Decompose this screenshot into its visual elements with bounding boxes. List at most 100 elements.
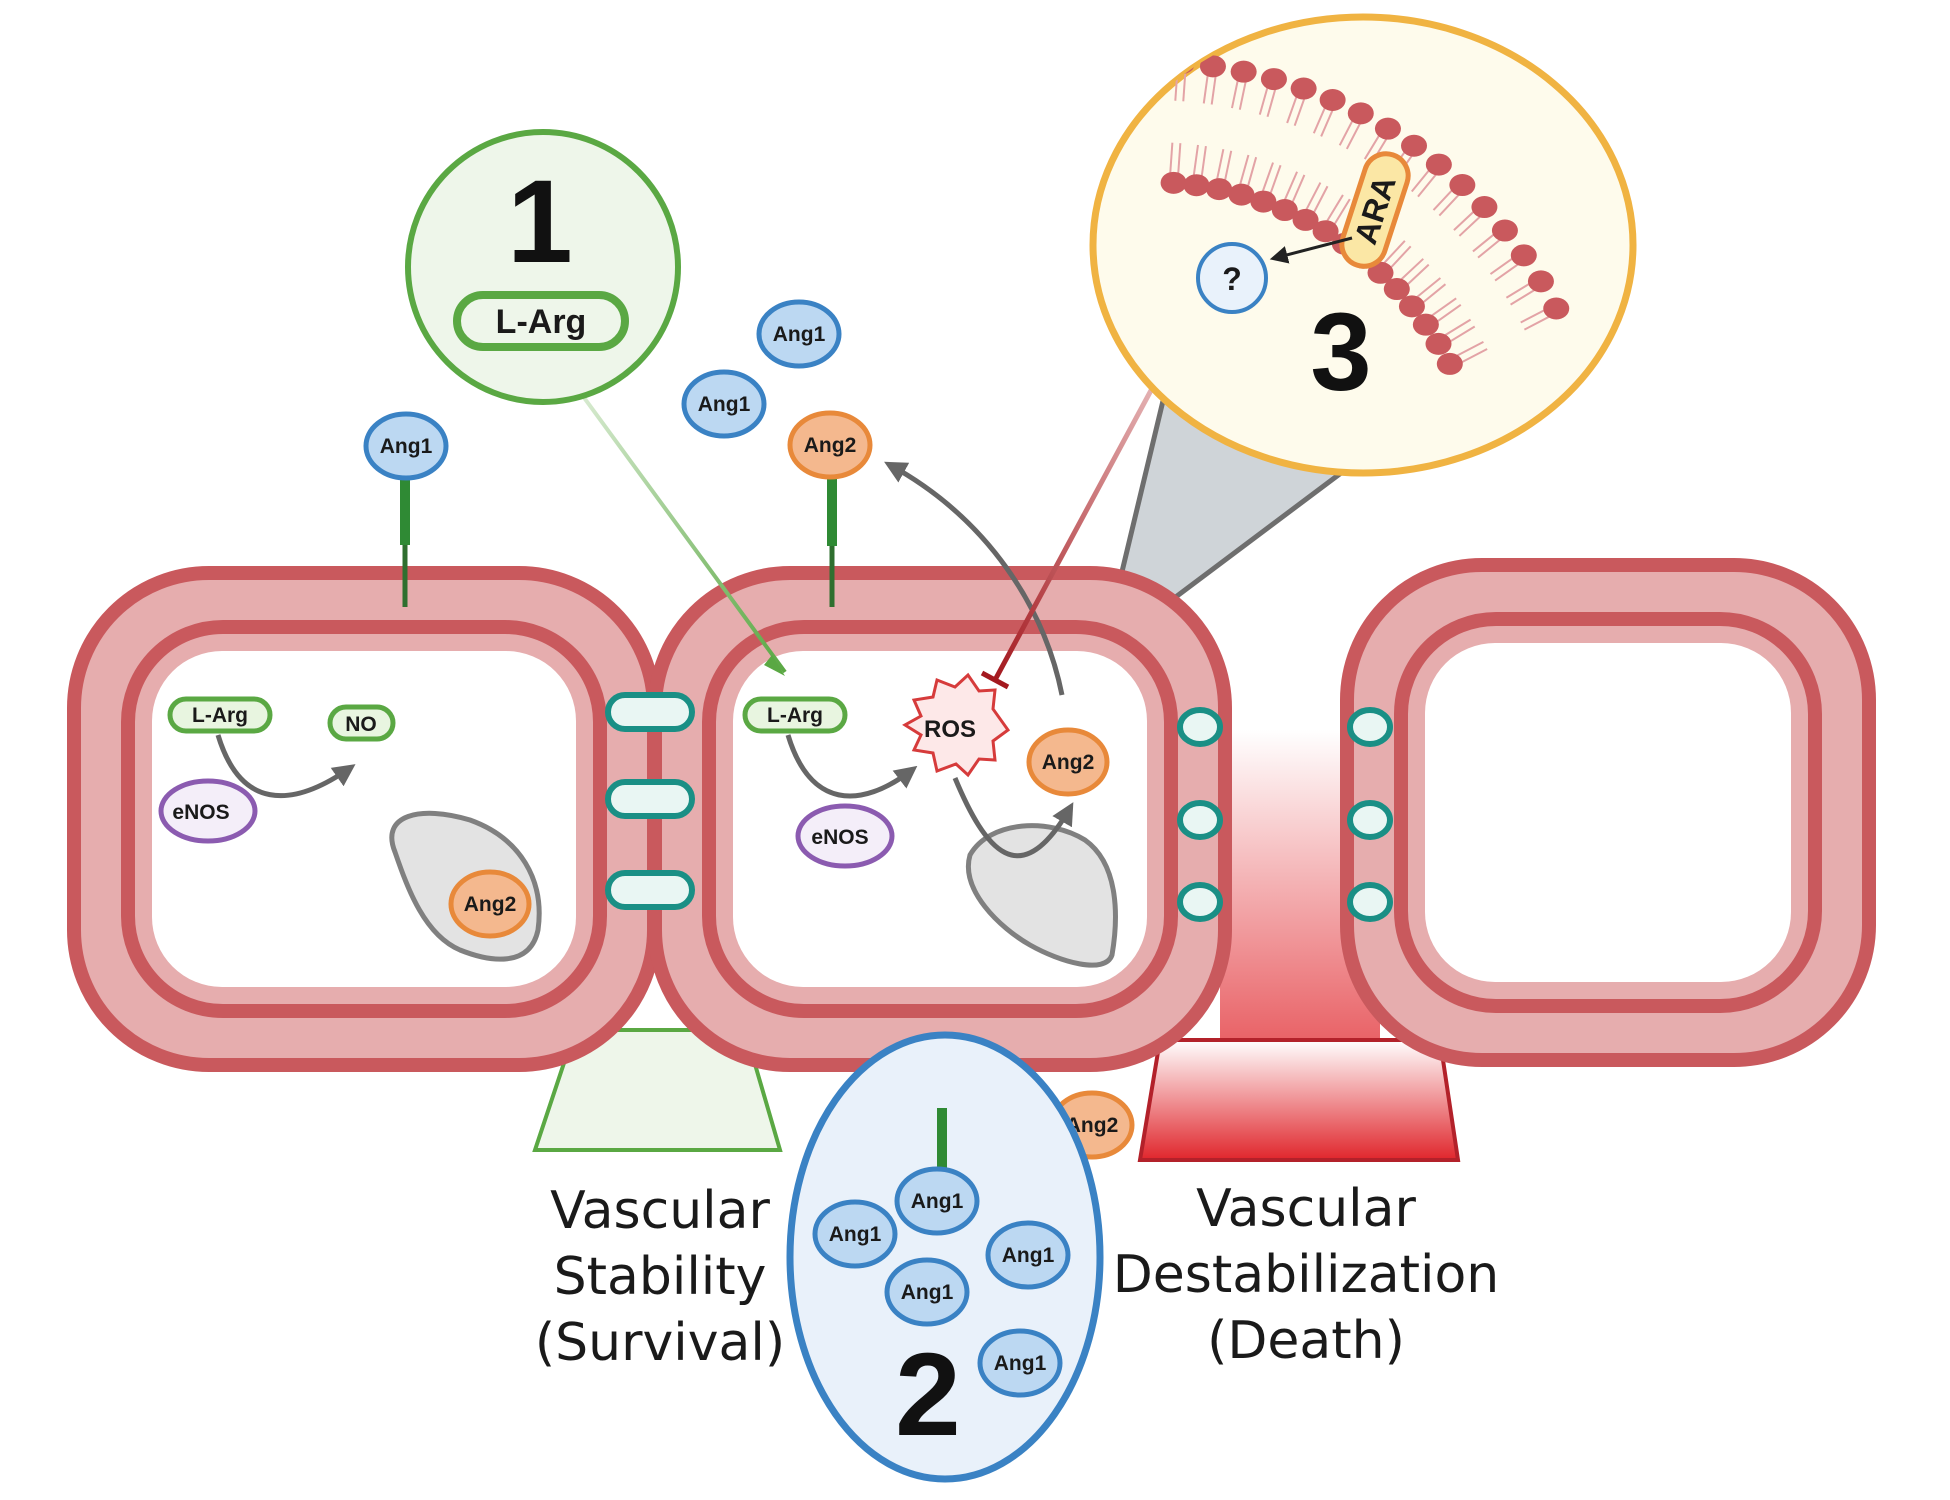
callout-number-2: 2 <box>895 1329 961 1461</box>
svg-text:L-Arg: L-Arg <box>496 303 587 341</box>
enos-enzyme-left: eNOS <box>158 778 258 844</box>
svg-text:(Survival): (Survival) <box>535 1313 785 1373</box>
ros-burst: ROS <box>902 672 1011 778</box>
junction-pill-3 <box>605 870 695 910</box>
lipid-head <box>1199 55 1226 78</box>
lipid-head <box>1425 153 1452 176</box>
junction-dot <box>1177 882 1223 922</box>
svg-text:Ang1: Ang1 <box>773 323 826 346</box>
endothelial-cell-middle <box>648 566 1232 1072</box>
junction-dot <box>1347 707 1393 747</box>
lipid-head <box>1168 52 1195 75</box>
l-arg-supplement-arrow <box>553 356 787 674</box>
svg-text:eNOS: eNOS <box>811 826 868 849</box>
l-arg-pill-middle: L-Arg <box>742 696 848 734</box>
ang2-in-cell-middle: Ang2 <box>1026 727 1110 797</box>
no-pill: NO <box>327 704 396 742</box>
svg-text:Ang1: Ang1 <box>994 1352 1047 1375</box>
lipid-head <box>1290 77 1317 100</box>
phospholipid-bilayer <box>1160 52 1570 375</box>
lipid-head <box>1292 208 1319 231</box>
lipid-head <box>1319 88 1346 111</box>
ara-to-unknown-arrow <box>1269 236 1353 264</box>
junction-dot <box>1177 707 1223 747</box>
nucleus-middle <box>966 823 1118 968</box>
enos-pathway-arrow-middle <box>785 734 918 799</box>
svg-text:Ang2: Ang2 <box>1066 1114 1119 1137</box>
ang1-free-1: Ang1 <box>756 299 842 369</box>
lipid-head <box>1250 190 1277 213</box>
stability-trapezoid <box>532 1028 783 1152</box>
lipid-head <box>1230 60 1257 83</box>
junction-dot <box>1347 800 1393 840</box>
svg-text:ROS: ROS <box>924 716 976 743</box>
ang1-free-2: Ang1 <box>681 369 767 439</box>
enos-enzyme-middle: eNOS <box>795 803 895 869</box>
l-arg-pill-left: L-Arg <box>167 696 273 734</box>
lipid-head <box>1471 196 1498 219</box>
svg-text:Ang2: Ang2 <box>1042 751 1095 774</box>
callout-number-3: 3 <box>1310 291 1371 414</box>
destabilization-trapezoid <box>1137 1038 1461 1162</box>
lipid-head <box>1543 297 1570 320</box>
callout-2-ang1: Ang1 Ang1 Ang1 Ang1 Ang1 2 <box>786 1031 1104 1483</box>
junction-pill-1 <box>605 692 695 732</box>
svg-text:NO: NO <box>345 713 377 736</box>
lipid-head <box>1510 244 1537 267</box>
lipid-head <box>1367 261 1394 284</box>
lipid-head <box>1491 219 1518 242</box>
endothelial-cell-right <box>1340 558 1876 1067</box>
lipid-head <box>1425 332 1452 355</box>
lipid-head <box>1183 174 1210 197</box>
svg-text:(Death): (Death) <box>1207 1311 1405 1371</box>
outcome-label-destabilization: Vascular Destabilization (Death) <box>1113 1179 1500 1371</box>
callout-number-1: 1 <box>507 156 573 288</box>
junction-dot <box>1347 882 1393 922</box>
ara-inhibition-bar <box>980 670 1010 690</box>
lipid-head <box>1206 178 1233 201</box>
lipid-head <box>1527 270 1554 293</box>
lipid-head <box>1398 295 1425 318</box>
ang2-release-arrow <box>884 461 1065 696</box>
lipid-head <box>1436 352 1463 375</box>
svg-text:Ang2: Ang2 <box>464 893 517 916</box>
enos-pathway-arrow-left <box>215 734 356 799</box>
svg-text:L-Arg: L-Arg <box>192 704 248 727</box>
svg-text:Destabilization: Destabilization <box>1113 1245 1500 1305</box>
svg-text:Vascular: Vascular <box>550 1181 770 1241</box>
callout-3-membrane: ARA ? 3 <box>1089 13 1637 477</box>
lipid-head <box>1449 174 1476 197</box>
unknown-mediator: ? <box>1196 242 1268 314</box>
junction-dot <box>1177 800 1223 840</box>
ang2-bound-middle: Ang2 <box>787 410 873 480</box>
lipid-head <box>1160 171 1187 194</box>
outcome-label-stability: Vascular Stability (Survival) <box>535 1181 785 1373</box>
ros-to-ang2-arrow <box>952 777 1074 859</box>
receptor-stalk-middle <box>827 478 837 607</box>
l-arg-supplement-arrowhead <box>764 655 785 676</box>
svg-text:Ang1: Ang1 <box>1002 1244 1055 1267</box>
lipid-head <box>1347 102 1374 125</box>
svg-text:Ang2: Ang2 <box>804 434 857 457</box>
callout-1-l-arginine: 1 L-Arg <box>405 129 681 405</box>
junction-pill-2 <box>605 779 695 819</box>
svg-text:Ang1: Ang1 <box>901 1281 954 1304</box>
svg-text:eNOS: eNOS <box>172 801 229 824</box>
lipid-head <box>1312 220 1339 243</box>
svg-text:Ang1: Ang1 <box>380 435 433 458</box>
ang1-bound-left: Ang1 <box>363 411 449 481</box>
lipid-head <box>1260 68 1287 91</box>
svg-text:?: ? <box>1222 261 1242 297</box>
lipid-head <box>1374 117 1401 140</box>
svg-text:Stability: Stability <box>554 1247 767 1307</box>
ang1-cluster: Ang1 Ang1 Ang1 Ang1 Ang1 <box>812 1166 1071 1398</box>
lipid-head <box>1228 183 1255 206</box>
ang2-in-nucleus-left: Ang2 <box>448 869 532 939</box>
lipid-head <box>1401 134 1428 157</box>
svg-text:Vascular: Vascular <box>1196 1179 1416 1239</box>
svg-text:Ang1: Ang1 <box>698 393 751 416</box>
lipid-head <box>1383 278 1410 301</box>
receptor-stalk-left <box>400 480 410 607</box>
svg-text:Ang1: Ang1 <box>829 1223 882 1246</box>
